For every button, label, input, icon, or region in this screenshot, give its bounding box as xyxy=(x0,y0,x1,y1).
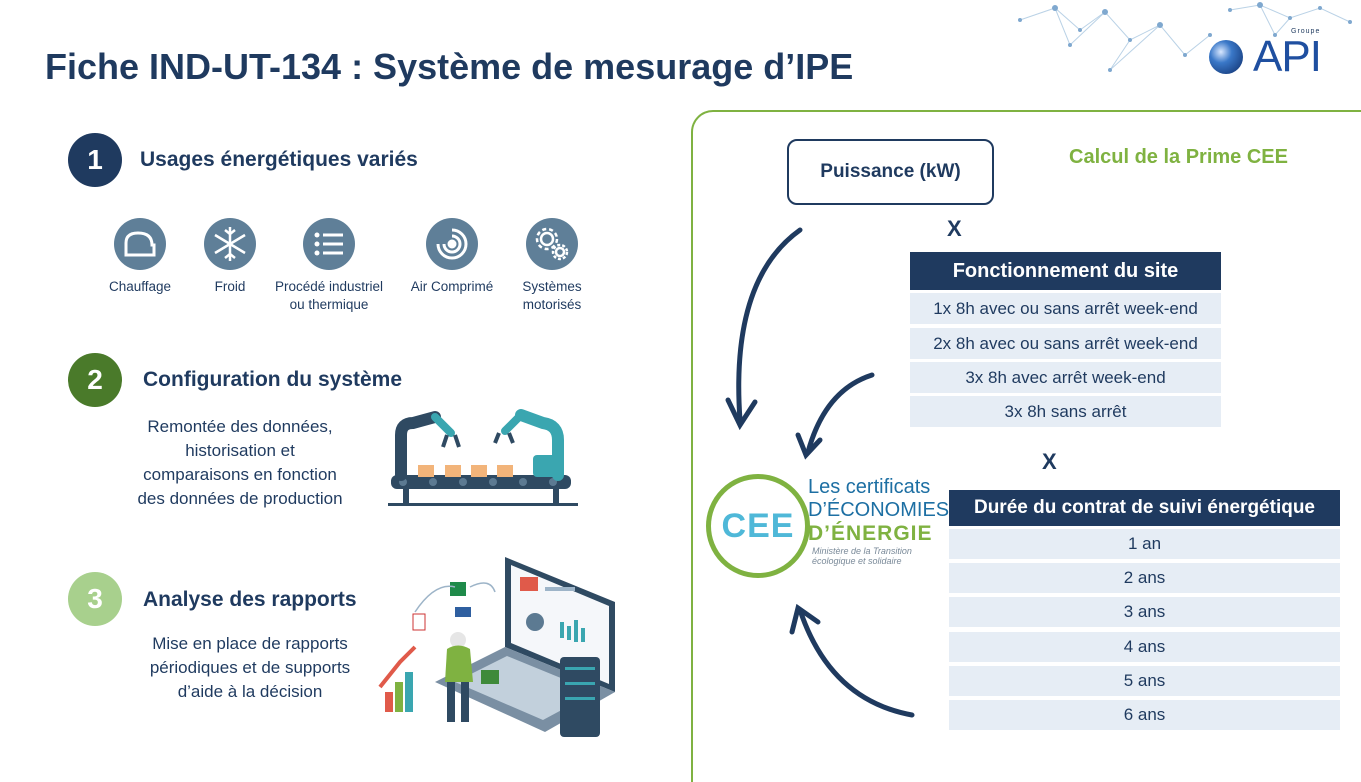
operation-row: 1x 8h avec ou sans arrêt week-end xyxy=(910,293,1221,324)
operation-table-header: Fonctionnement du site xyxy=(910,252,1221,290)
calc-heading: Calcul de la Prime CEE xyxy=(1069,146,1288,168)
step-1-title: Usages énergétiques variés xyxy=(140,148,418,171)
step-2-description: Remontée des données, historisation et c… xyxy=(110,415,370,511)
usage-procede: Procédé industriel ou thermique xyxy=(269,218,389,314)
usage-moteurs: Systèmes motorisés xyxy=(492,218,612,314)
usage-chauffage: Chauffage xyxy=(80,218,200,296)
step-1-badge: 1 xyxy=(68,133,122,187)
duration-row: 2 ans xyxy=(949,563,1340,593)
usage-label-line: Systèmes xyxy=(522,279,582,294)
duration-row: 1 an xyxy=(949,529,1340,559)
api-logo: Groupe API xyxy=(1205,28,1340,82)
list-icon xyxy=(303,218,355,270)
duration-table-header: Durée du contrat de suivi énergétique xyxy=(949,490,1340,526)
step-2-title: Configuration du système xyxy=(143,368,403,391)
description-line: des données de production xyxy=(137,489,343,508)
description-line: d’aide à la décision xyxy=(177,682,323,701)
duration-row: 6 ans xyxy=(949,700,1340,730)
usage-label-line: Procédé industriel xyxy=(274,279,384,294)
heating-icon xyxy=(114,218,166,270)
description-line: historisation et xyxy=(185,441,295,460)
description-line: Remontée des données, xyxy=(147,417,333,436)
usage-air: Air Comprimé xyxy=(392,218,512,296)
step-2-badge: 2 xyxy=(68,353,122,407)
flow-arrows xyxy=(725,227,915,718)
power-box: Puissance (kW) xyxy=(787,139,994,205)
step-3-title: Analyse des rapports xyxy=(143,588,357,611)
laptop-report-illustration xyxy=(378,557,615,737)
usage-froid: Froid xyxy=(170,218,290,296)
duration-row: 5 ans xyxy=(949,666,1340,696)
logo-sphere-icon xyxy=(1209,40,1243,74)
duration-row: 4 ans xyxy=(949,632,1340,662)
description-line: comparaisons en fonction xyxy=(143,465,337,484)
cee-logo-ministry: Ministère de la Transition écologique et… xyxy=(812,546,912,566)
arrow-power-to-cee xyxy=(736,227,803,423)
step-3-badge: 3 xyxy=(68,572,122,626)
network-decoration xyxy=(1018,2,1352,72)
description-line: périodiques et de supports xyxy=(149,658,351,677)
step-3-description: Mise en place de rapports périodiques et… xyxy=(125,632,375,704)
cee-logo-line: Les certificats xyxy=(808,476,931,498)
cee-logo-line: D’ÉCONOMIES xyxy=(808,499,950,521)
logo-groupe-label: Groupe xyxy=(1291,28,1321,35)
multiply-sign: X xyxy=(947,216,962,241)
multiply-sign: X xyxy=(1042,449,1057,474)
operation-row: 3x 8h sans arrêt xyxy=(910,396,1221,427)
cee-badge: CEE xyxy=(706,474,810,578)
usage-label: Froid xyxy=(214,279,246,294)
arrow-operation-to-cee xyxy=(805,372,875,455)
duration-row: 3 ans xyxy=(949,597,1340,627)
compressed-air-icon xyxy=(426,218,478,270)
description-line: Mise en place de rapports xyxy=(152,634,348,653)
arrow-duration-to-cee xyxy=(797,607,915,718)
usage-label: Air Comprimé xyxy=(410,279,494,294)
cee-badge-text: CEE xyxy=(721,506,795,545)
usage-label: Chauffage xyxy=(108,279,172,294)
cee-logo-line: D’ÉNERGIE xyxy=(808,522,933,545)
usage-label-line: ou thermique xyxy=(289,297,369,312)
gears-icon xyxy=(526,218,578,270)
snowflake-icon xyxy=(204,218,256,270)
operation-row: 2x 8h avec ou sans arrêt week-end xyxy=(910,328,1221,359)
robot-arms-illustration xyxy=(388,409,578,506)
logo-name: API xyxy=(1253,32,1322,81)
usage-label-line: motorisés xyxy=(522,297,582,312)
cee-calculation-panel xyxy=(691,110,1361,782)
page-title: Fiche IND-UT-134 : Système de mesurage d… xyxy=(45,46,854,87)
operation-row: 3x 8h avec arrêt week-end xyxy=(910,362,1221,393)
